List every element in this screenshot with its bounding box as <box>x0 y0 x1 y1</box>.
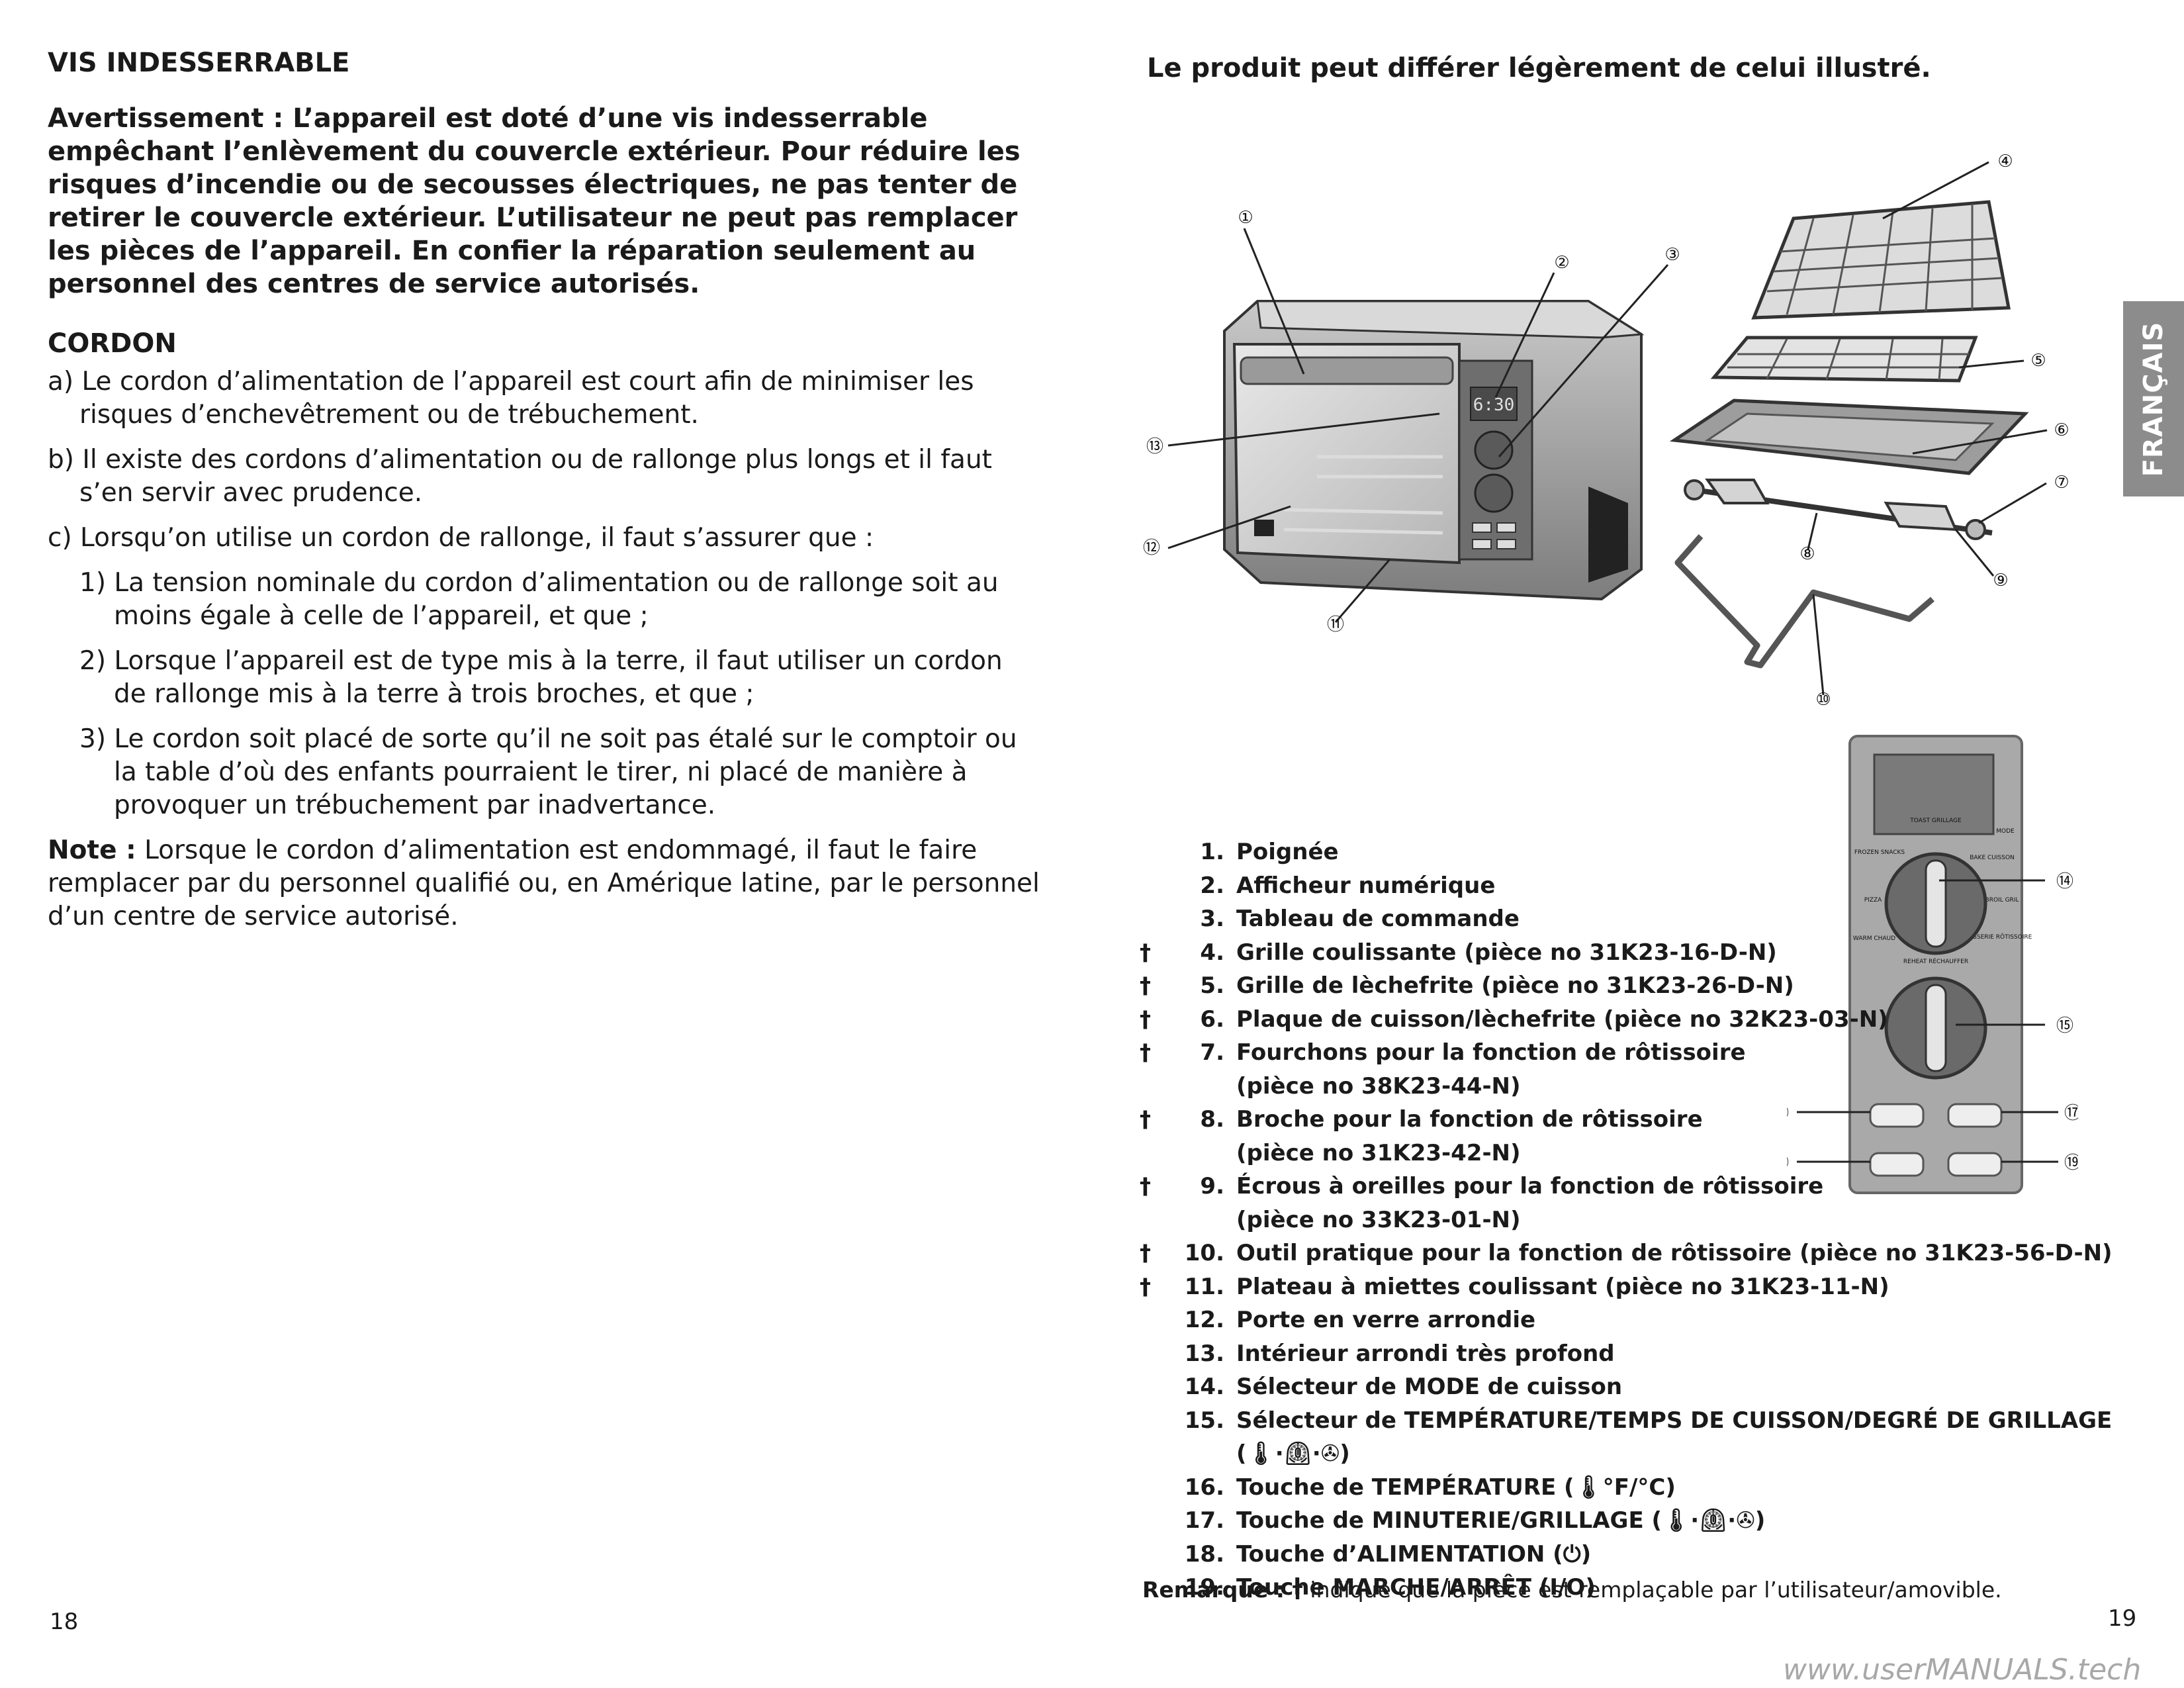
label-mode: MODE <box>1996 828 2015 835</box>
callout-3: ③ <box>1664 245 1680 265</box>
callout-7: ⑦ <box>2054 473 2069 492</box>
list-item: †6.Plaque de cuisson/lèchefrite (pièce n… <box>1140 1006 1888 1033</box>
callout-18: ⑱ <box>1787 1153 1789 1173</box>
list-item: †11.Plateau à miettes coulissant (pièce … <box>1140 1273 1889 1300</box>
left-page: VIS INDESSERRABLE Avertissement : L’appa… <box>48 46 1040 945</box>
label-frozen: FROZEN SNACKS <box>1854 849 1905 856</box>
callout-19: ⑲ <box>2064 1153 2078 1173</box>
callout-11: ⑪ <box>1327 615 1344 635</box>
cord-subitem-1: 1) La tension nominale du cordon d’alime… <box>79 568 999 631</box>
list-item: 2.Afficheur numérique <box>1200 872 1496 899</box>
control-panel-detail: TOAST GRILLAGE MODE FROZEN SNACKS BAKE C… <box>1787 735 2078 1194</box>
cord-item-c: c) Lorsqu’on utilise un cordon de rallon… <box>48 523 874 553</box>
rotisserie-tool <box>1674 534 1934 669</box>
list-item: 19.Touche MARCHE/ARRÊT (I/O) <box>1184 1574 1596 1601</box>
cord-note: Note : Lorsque le cordon d’alimentation … <box>48 834 1040 933</box>
heading-vis-indesserrable: VIS INDESSERRABLE <box>48 48 350 78</box>
list-item: †9.Écrous à oreilles pour la fonction de… <box>1140 1173 1824 1233</box>
callout-4: ④ <box>1997 152 2013 171</box>
parts-list: 1.Poignée 2.Afficheur numérique 3.Tablea… <box>1140 835 2113 1605</box>
label-toast: TOAST GRILLAGE <box>1909 818 1962 824</box>
callout-13: ⑬ <box>1146 437 1163 457</box>
start-stop-button <box>1947 1152 2003 1177</box>
page-number-right: 19 <box>2108 1605 2137 1632</box>
broil-rack <box>1710 336 1978 383</box>
watermark: www.userMANUALS.tech <box>1783 1653 2142 1687</box>
cord-item-b: b) Il existe des cordons d’alimentation … <box>48 445 992 508</box>
mode-dial <box>1474 430 1514 470</box>
callout-10: ⑩ <box>1815 690 1831 710</box>
callout-12: ⑫ <box>1143 538 1160 558</box>
list-item: 13.Intérieur arrondi très profond <box>1184 1340 1615 1367</box>
callout-6: ⑥ <box>2054 420 2069 440</box>
list-item: †8.Broche pour la fonction de rôtissoire… <box>1140 1106 1703 1166</box>
list-item: 12.Porte en verre arrondie <box>1184 1307 1536 1333</box>
callout-9: ⑨ <box>1993 571 2008 590</box>
cord-subitem-3: 3) Le cordon soit placé de sorte qu’il n… <box>79 724 1017 820</box>
label-rotisserie: ROTISSERIE RÔTISSOIRE <box>1959 933 2032 941</box>
disclaimer: Le produit peut différer légèrement de c… <box>1147 53 1931 83</box>
callout-17: ⑰ <box>2064 1103 2078 1123</box>
list-item: †10.Outil pratique pour la fonction de r… <box>1140 1240 2113 1266</box>
callout-5: ⑤ <box>2030 351 2046 371</box>
callout-16: ⑯ <box>1787 1103 1789 1123</box>
label-pizza: PIZZA <box>1864 897 1882 904</box>
heading-cordon: CORDON <box>48 328 177 359</box>
label-warm: WARM CHAUD <box>1853 935 1895 942</box>
list-item: †7.Fourchons pour la fonction de rôtisso… <box>1140 1039 1746 1100</box>
slide-rack <box>1751 200 2011 320</box>
remark-label: Remarque : † <box>1142 1577 1303 1603</box>
label-broil: BROIL GRIL <box>1985 897 2019 904</box>
list-item: 3.Tableau de commande <box>1200 906 1520 932</box>
note-label: Note : <box>48 835 136 865</box>
list-item: †4.Grille coulissante (pièce no 31K23-16… <box>1140 939 1777 966</box>
rotisserie-spit <box>1684 479 1993 540</box>
remark: Remarque : † indique que la pièce est re… <box>1142 1577 2002 1603</box>
language-tab: FRANÇAIS <box>2123 301 2184 496</box>
toaster-oven: 6:30 <box>1223 300 1645 601</box>
callout-14: ⑭ <box>2056 872 2073 892</box>
list-item: †5.Grille de lèchefrite (pièce no 31K23-… <box>1140 972 1794 999</box>
warning-paragraph: Avertissement : L’appareil est doté d’un… <box>48 103 1021 299</box>
temp-dial <box>1474 473 1514 513</box>
callout-1: ① <box>1238 208 1253 228</box>
callout-8: ⑧ <box>1799 544 1815 564</box>
list-item: 16.Touche de TEMPÉRATURE (🌡°F/°C) <box>1184 1474 1676 1501</box>
baking-pan <box>1669 399 2029 475</box>
cord-item-a: a) Le cordon d’alimentation de l’apparei… <box>48 367 974 430</box>
door-handle <box>1240 356 1454 385</box>
power-button <box>1869 1152 1925 1177</box>
product-illustration: 6:30 <box>1143 152 2070 710</box>
callout-15: ⑮ <box>2056 1016 2073 1036</box>
page-number-left: 18 <box>50 1609 79 1635</box>
list-item: 15.Sélecteur de TEMPÉRATURE/TEMPS DE CUI… <box>1184 1407 2113 1468</box>
digital-display <box>1470 387 1518 421</box>
note-text: Lorsque le cordon d’alimentation est end… <box>48 835 1040 931</box>
list-item: 17.Touche de MINUTERIE/GRILLAGE (🌡·⏲·✇) <box>1184 1507 1766 1534</box>
list-item: 18.Touche d’ALIMENTATION (⏻) <box>1184 1540 1592 1568</box>
temperature-button <box>1869 1103 1925 1128</box>
display-readout: 6:30 <box>1473 395 1515 415</box>
language-tab-label: FRANÇAIS <box>2138 321 2169 477</box>
cord-subitem-2: 2) Lorsque l’appareil est de type mis à … <box>79 646 1003 709</box>
label-bake: BAKE CUISSON <box>1970 855 2015 861</box>
label-reheat: REHEAT RÉCHAUFFER <box>1903 957 1968 965</box>
timer-toast-button <box>1947 1103 2003 1128</box>
list-item: 1.Poignée <box>1200 839 1339 865</box>
callout-2: ② <box>1554 253 1569 273</box>
remark-text: indique que la pièce est remplaçable par… <box>1302 1577 2002 1603</box>
list-item: 14.Sélecteur de MODE de cuisson <box>1184 1374 1623 1400</box>
